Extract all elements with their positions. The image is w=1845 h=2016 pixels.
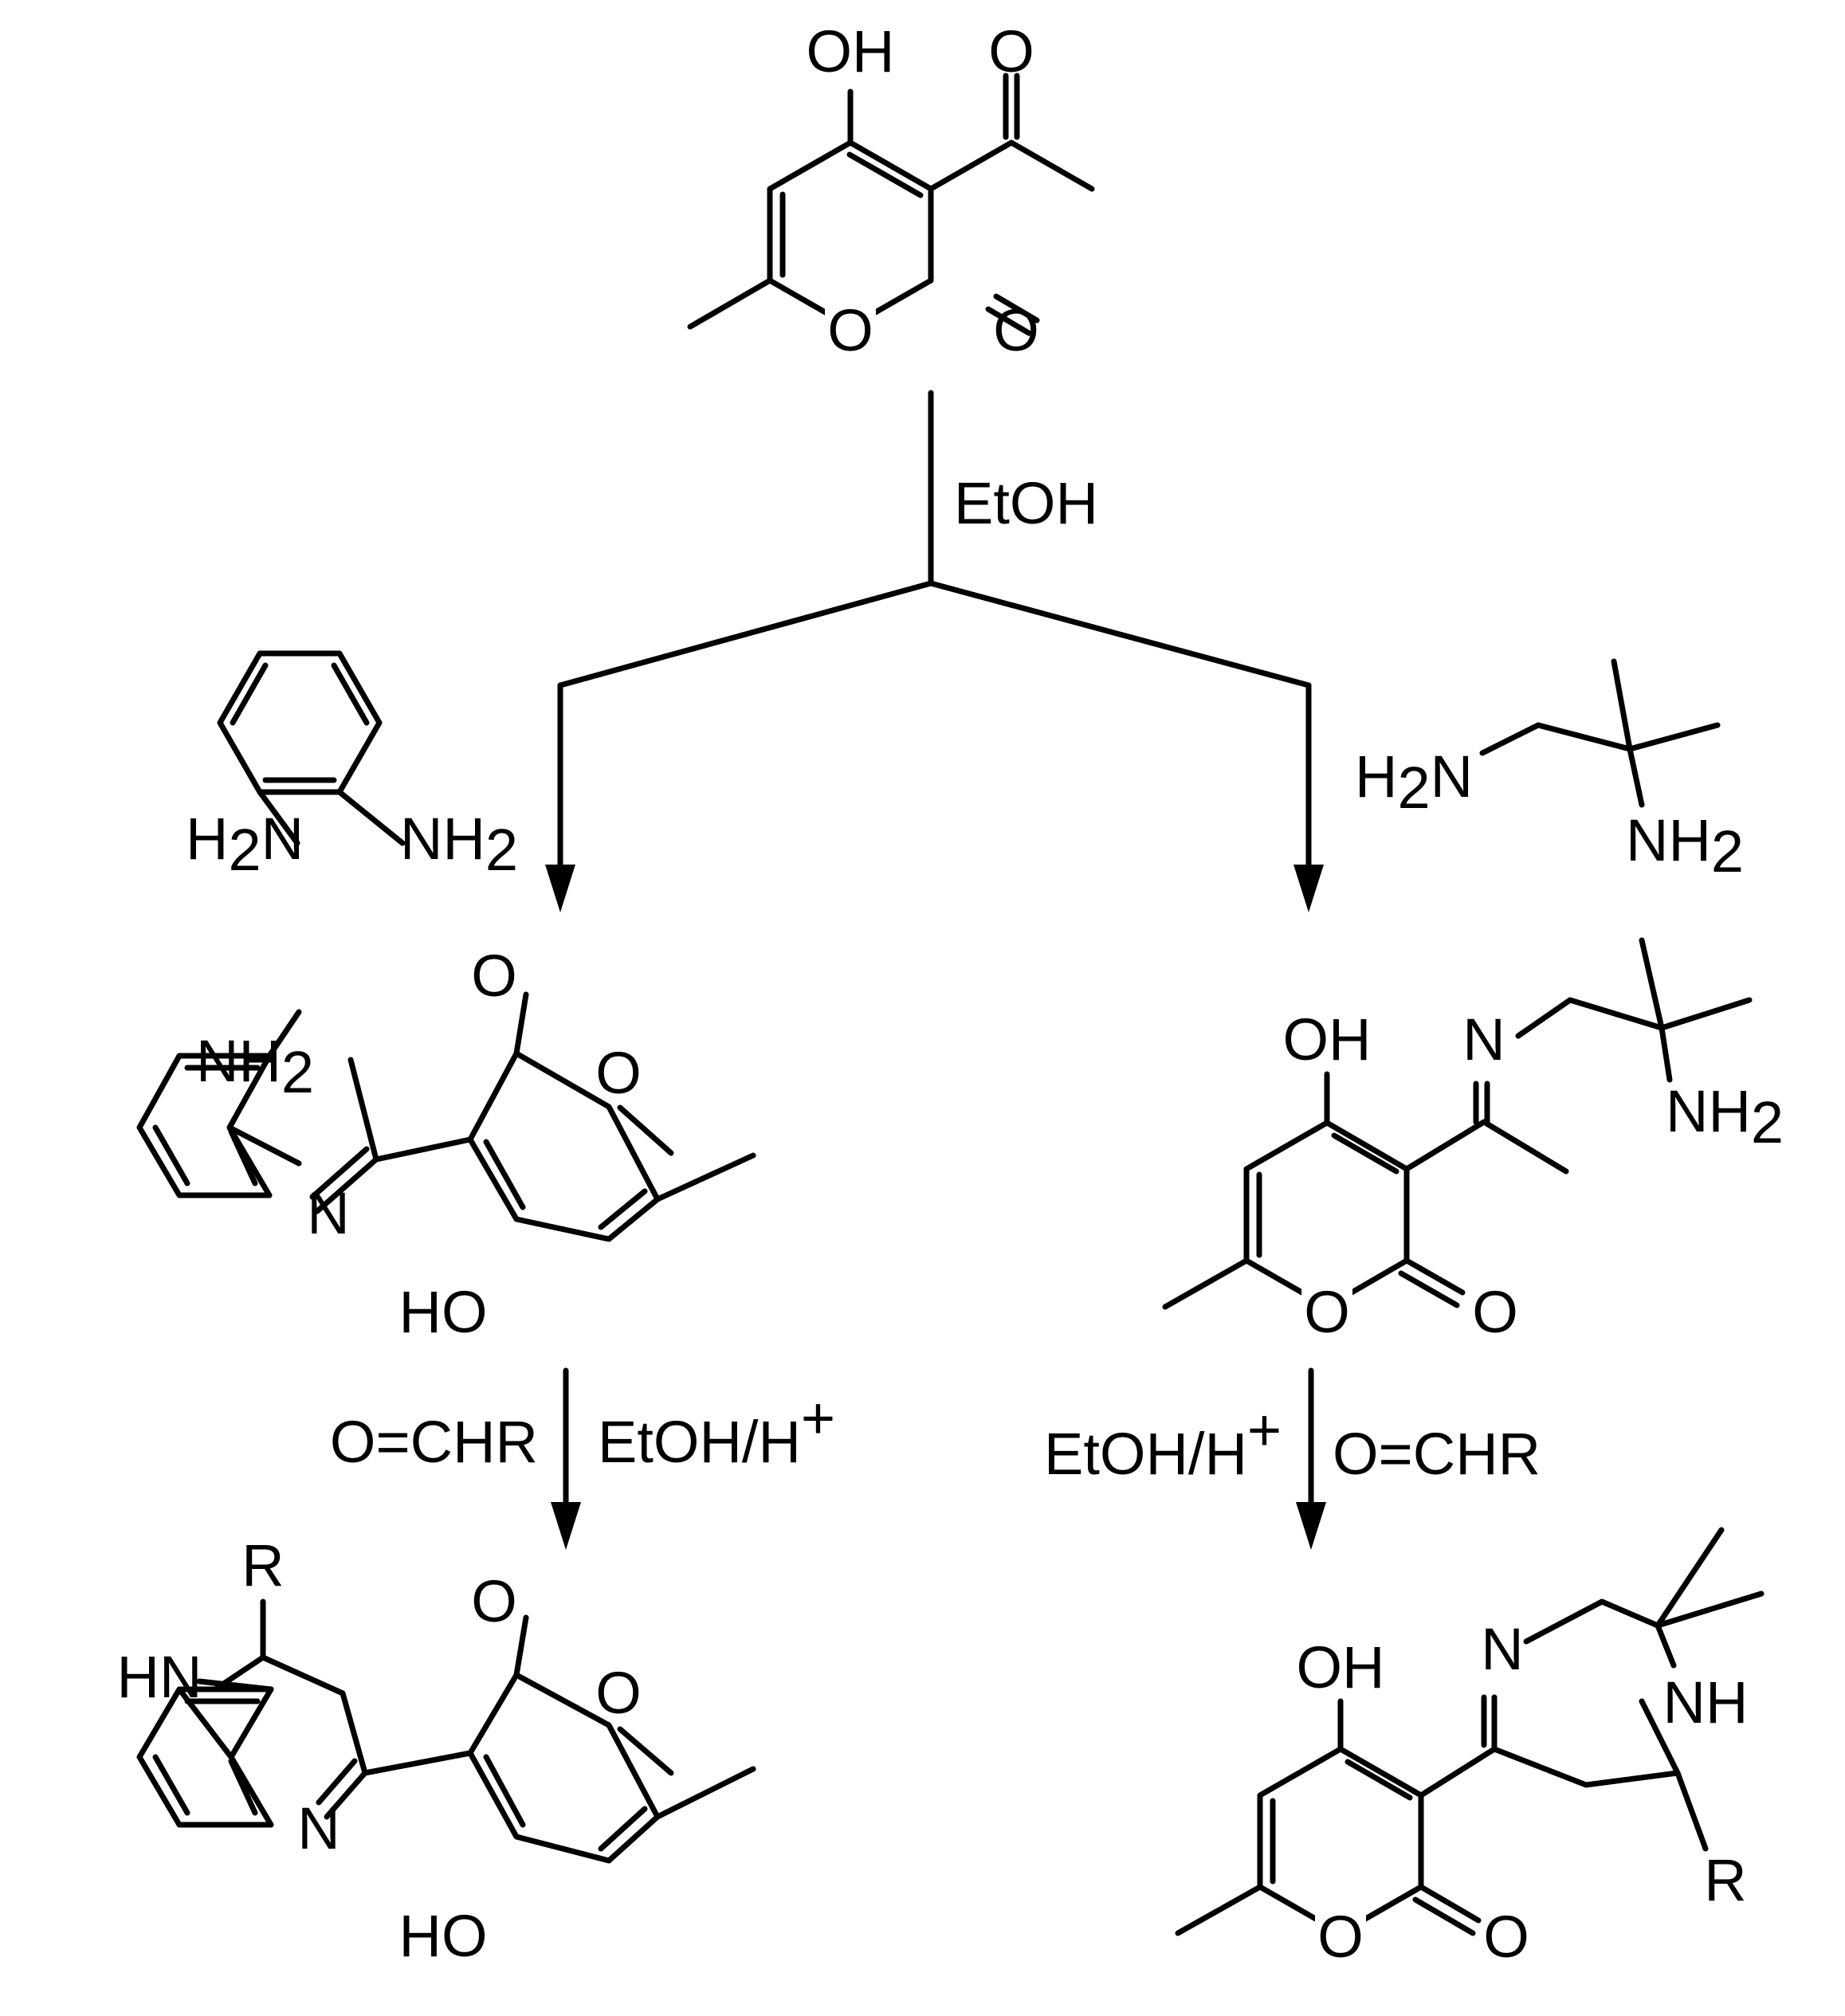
- atom-label-secondary-amine: HN: [117, 1644, 202, 1710]
- reagent-label-acid-left: EtOH/H+: [598, 1385, 835, 1475]
- amine-label-primary: H2N: [1355, 743, 1473, 821]
- starting-material-dehydroacetic-acid: O OH O O: [687, 18, 1095, 363]
- product-left-benzodiazepine: R HN N O O HO: [117, 1532, 756, 1969]
- arrowhead-right-step2: [1296, 1502, 1326, 1550]
- atom-label-hydroxyl: HO: [399, 1903, 488, 1969]
- arrowhead-right-branch: [1293, 865, 1324, 912]
- amine-label-primary: NH2: [1666, 1078, 1784, 1155]
- amine-label-tertiary-carbon: NH2: [1626, 807, 1744, 884]
- reagent-diamine-aliphatic: H2N NH2: [1355, 658, 1744, 884]
- atom-label-ring-oxygen: O: [1304, 1279, 1350, 1345]
- arrowhead-left-step2: [551, 1502, 581, 1550]
- atom-label-substituent-r: R: [241, 1532, 284, 1598]
- atom-label-acetyl-oxygen: O: [988, 18, 1034, 84]
- branching-reaction-arrows: EtOH: [545, 390, 1324, 912]
- reagent-o-phenylenediamine: H2N NH2: [186, 650, 518, 883]
- atom-label-carbonyl-oxygen: O: [471, 943, 517, 1009]
- arrowhead-left-branch: [545, 865, 575, 912]
- atom-label-imine-nitrogen: N: [297, 1795, 340, 1861]
- atom-label-lactone-carbonyl-oxygen: O: [1472, 1279, 1518, 1345]
- intermediate-left-aryl-imine: O O N HO NH2: [136, 943, 756, 1345]
- atom-label-ring-oxygen: O: [595, 1660, 642, 1726]
- reagent-label-aldehyde-right: O=CHR: [1333, 1421, 1541, 1487]
- atom-label-ring-oxygen: O: [595, 1040, 642, 1106]
- amine-label-aryl: NH2: [196, 1028, 314, 1105]
- reagent-label-aldehyde-left: O=CHR: [330, 1409, 538, 1475]
- atom-label-imine-nitrogen: N: [307, 1180, 349, 1246]
- atom-label-hydroxyl: OH: [1283, 1006, 1372, 1073]
- atom-label-imine-nitrogen: N: [1462, 1006, 1505, 1073]
- atom-label-hydroxyl: HO: [399, 1279, 488, 1345]
- atom-label-carbonyl-oxygen: O: [471, 1568, 517, 1634]
- reagent-label-ethanol: EtOH: [954, 470, 1098, 536]
- amine-label-left: H2N: [186, 806, 304, 883]
- atom-label-hydroxyl: OH: [1297, 1634, 1385, 1700]
- reagent-label-acid-right: EtOH/H+: [1044, 1397, 1282, 1487]
- second-step-arrows: O=CHR EtOH/H+ EtOH/H+ O=CHR: [330, 1367, 1541, 1550]
- atom-label-secondary-amine: NH: [1663, 1669, 1749, 1736]
- atom-label-ring-oxygen: O: [827, 297, 873, 363]
- amine-label-right: NH2: [400, 806, 518, 883]
- atom-label-imine-nitrogen: N: [1481, 1616, 1523, 1682]
- intermediate-right-alkyl-imine: O O OH N NH2: [1162, 937, 1784, 1345]
- atom-label-lactone-carbonyl-oxygen: O: [1483, 1904, 1529, 1970]
- atom-label-substituent-r: R: [1704, 1847, 1746, 1913]
- product-right-diazepine: O O OH N NH R: [1175, 1527, 1765, 1970]
- atom-label-hydroxyl: OH: [807, 18, 895, 84]
- atom-label-ring-oxygen: O: [1317, 1904, 1364, 1970]
- atom-label-lactone-carbonyl-oxygen: O: [993, 297, 1039, 363]
